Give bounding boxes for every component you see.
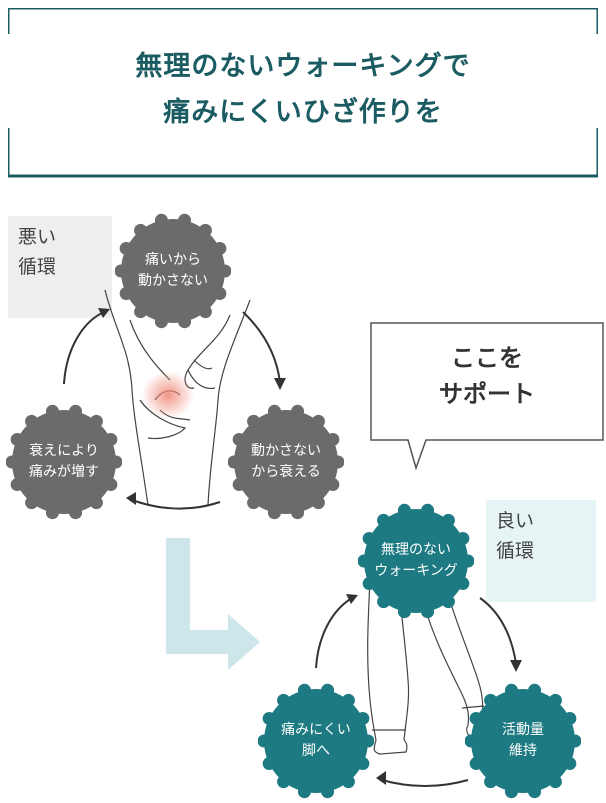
pain-spot <box>142 371 194 419</box>
bad-cycle-label-line1: 悪い <box>18 226 57 248</box>
bad-cycle-label: 悪い 循環 <box>8 216 112 318</box>
good-node-1: 無理のない ウォーキング <box>357 503 475 619</box>
bad-node-1: 痛いから 動かさない <box>114 213 232 329</box>
callout-bubble <box>370 322 604 471</box>
cycle-arrow-icon <box>63 311 105 385</box>
callout-text: ここを サポート <box>372 340 602 412</box>
knee-illustration <box>104 289 251 506</box>
good-cycle-label: 良い 循環 <box>486 500 596 602</box>
callout-line2: サポート <box>439 380 535 408</box>
title-frame <box>8 8 598 178</box>
bad-cycle-label-line2: 循環 <box>18 256 57 278</box>
bad-node-2: 動かさない から衰える <box>227 404 345 520</box>
bad-node-3: 衰えにより 痛みが増す <box>5 404 123 520</box>
good-cycle-label-line1: 良い <box>496 510 535 532</box>
good-cycle-label-line2: 循環 <box>496 540 535 562</box>
good-node-1-line1: 無理のない <box>381 542 451 558</box>
callout-line1: ここを <box>451 344 523 372</box>
bad-node-3-line1: 衰えにより <box>29 443 99 459</box>
good-node-2: 活動量 維持 <box>464 683 582 799</box>
good-node-3: 痛みにくい 脚へ <box>257 683 375 799</box>
bad-node-2-line2: から衰える <box>251 464 321 480</box>
good-node-3-line1: 痛みにくい <box>281 722 351 738</box>
bad-node-1-line2: 動かさない <box>138 273 208 289</box>
page-title: 無理のないウォーキングで 痛みにくいひざ作りを <box>0 44 606 136</box>
good-node-2-line2: 維持 <box>509 743 537 759</box>
title-line-1: 無理のないウォーキングで <box>135 51 471 82</box>
title-line-2: 痛みにくいひざ作りを <box>163 97 443 128</box>
bad-node-1-line1: 痛いから <box>145 252 201 268</box>
bad-node-2-line1: 動かさない <box>251 443 321 459</box>
down-right-arrow-icon <box>166 538 260 670</box>
good-node-3-line2: 脚へ <box>302 743 330 759</box>
bad-node-3-line2: 痛みが増す <box>29 464 99 480</box>
good-node-1-line2: ウォーキング <box>374 563 458 579</box>
good-node-2-line1: 活動量 <box>502 722 544 738</box>
